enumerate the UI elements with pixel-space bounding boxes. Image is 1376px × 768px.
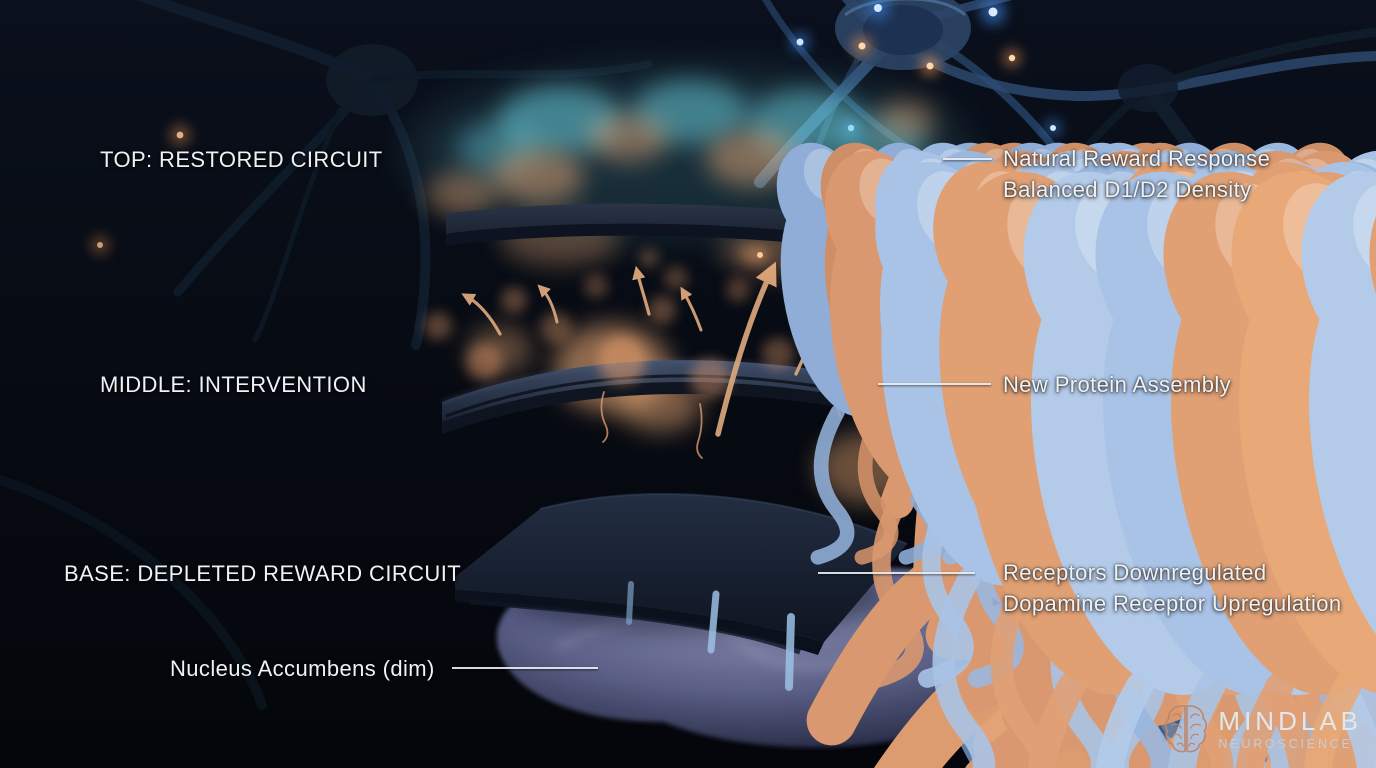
callout-base-line1: Receptors Downregulated — [1003, 560, 1267, 585]
callout-base-line2: Dopamine Receptor Upregulation — [1003, 591, 1342, 616]
base-depleted-layer — [455, 468, 1376, 768]
middle-membrane-edge — [442, 381, 948, 434]
callout-base: Receptors Downregulated Dopamine Recepto… — [1003, 560, 1342, 617]
callout-line-base — [818, 572, 975, 574]
label-top-layer: TOP: RESTORED CIRCUIT — [100, 147, 383, 172]
callout-line-middle — [878, 383, 991, 385]
callout-top-line2: Balanced D1/D2 Density — [1003, 177, 1252, 202]
brand-text: MINDLAB NEUROSCIENCE — [1218, 707, 1362, 752]
label-base-layer: BASE: DEPLETED REWARD CIRCUIT — [64, 561, 462, 586]
top-restored-layer — [408, 70, 1376, 768]
tulip-stems — [626, 581, 795, 691]
brand-name: MINDLAB — [1218, 705, 1362, 736]
brand-logo: MINDLAB NEUROSCIENCE — [1163, 702, 1362, 756]
callout-top: Natural Reward Response Balanced D1/D2 D… — [1003, 146, 1270, 203]
brand-subtitle: NEUROSCIENCE — [1218, 737, 1353, 752]
label-nucleus-accumbens: Nucleus Accumbens (dim) — [170, 656, 435, 681]
callout-top-line1: Natural Reward Response — [1003, 146, 1271, 171]
label-middle-layer: MIDDLE: INTERVENTION — [100, 372, 367, 397]
base-membrane-slab — [455, 494, 907, 642]
faint-neuron-left — [135, 0, 652, 350]
callout-middle: New Protein Assembly — [1003, 372, 1232, 397]
callout-line-nucleus — [452, 667, 598, 669]
callout-line-top — [943, 158, 992, 160]
brain-icon — [1165, 705, 1208, 753]
